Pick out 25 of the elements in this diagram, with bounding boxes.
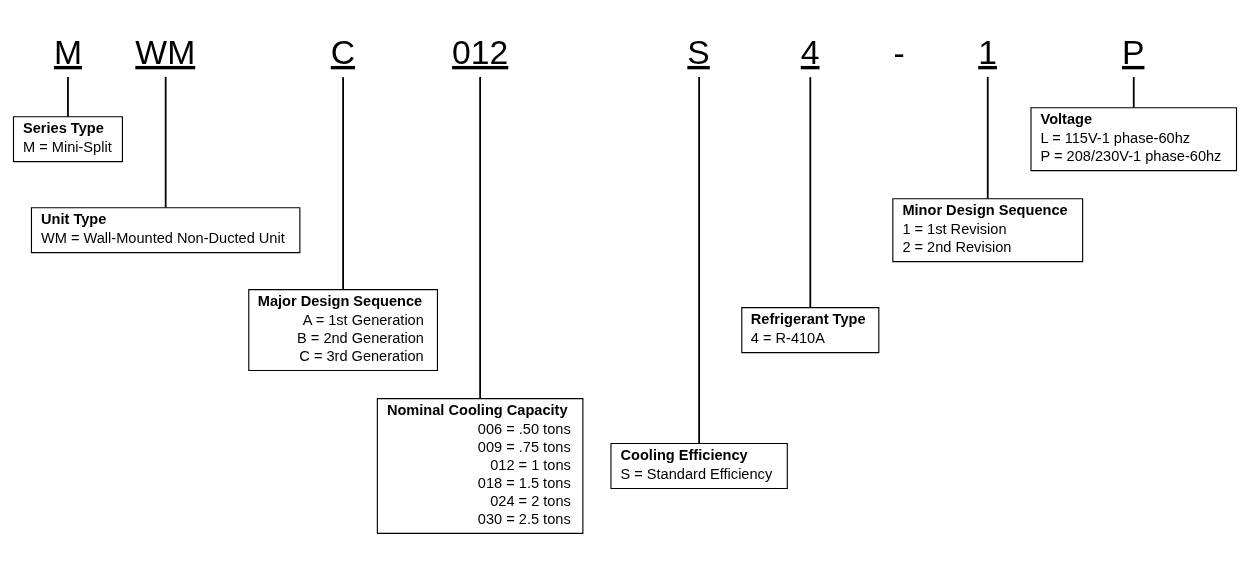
node-text: 012 xyxy=(451,33,508,71)
connector xyxy=(808,76,811,309)
node-box: Minor Design Sequence 1 = 1st Revision 2 = 2nd Revision xyxy=(891,198,1083,263)
node-text: P xyxy=(1121,33,1144,71)
node-box: Cooling Efficiency S = Standard Efficiency xyxy=(609,443,788,489)
node-text: M xyxy=(53,33,82,71)
node-text: 1 xyxy=(977,33,997,71)
connector xyxy=(1132,76,1135,109)
node-box: Nominal Cooling Capacity 006 = .50 tons 009 = .75 tons 012 = 1 tons 018 = 1.5 tons 024 = 2 tons 030 = 2.5 tons xyxy=(376,398,583,534)
node-text: 4 xyxy=(800,33,820,71)
connector xyxy=(341,76,344,291)
node-box: Unit Type WM = Wall-Mounted Non-Ducted Unit xyxy=(30,207,300,254)
node-text: C xyxy=(330,33,355,71)
node-box: Voltage L = 115V-1 phase-60hz P = 208/230V-1 phase-60hz xyxy=(1029,107,1237,172)
node-text: S xyxy=(686,33,710,71)
node-text: WM xyxy=(134,33,195,71)
connector xyxy=(697,76,700,444)
connector xyxy=(986,76,989,200)
connector xyxy=(164,76,167,209)
node-box: Series Type M = Mini-Split xyxy=(12,116,123,163)
node-box: Refrigerant Type 4 = R-410A xyxy=(740,307,879,354)
connector xyxy=(478,76,481,400)
node-box: Major Design Sequence A = 1st Generation B = 2nd Generation C = 3rd Generation xyxy=(247,289,438,372)
connector xyxy=(66,76,69,118)
label: - xyxy=(892,35,905,73)
